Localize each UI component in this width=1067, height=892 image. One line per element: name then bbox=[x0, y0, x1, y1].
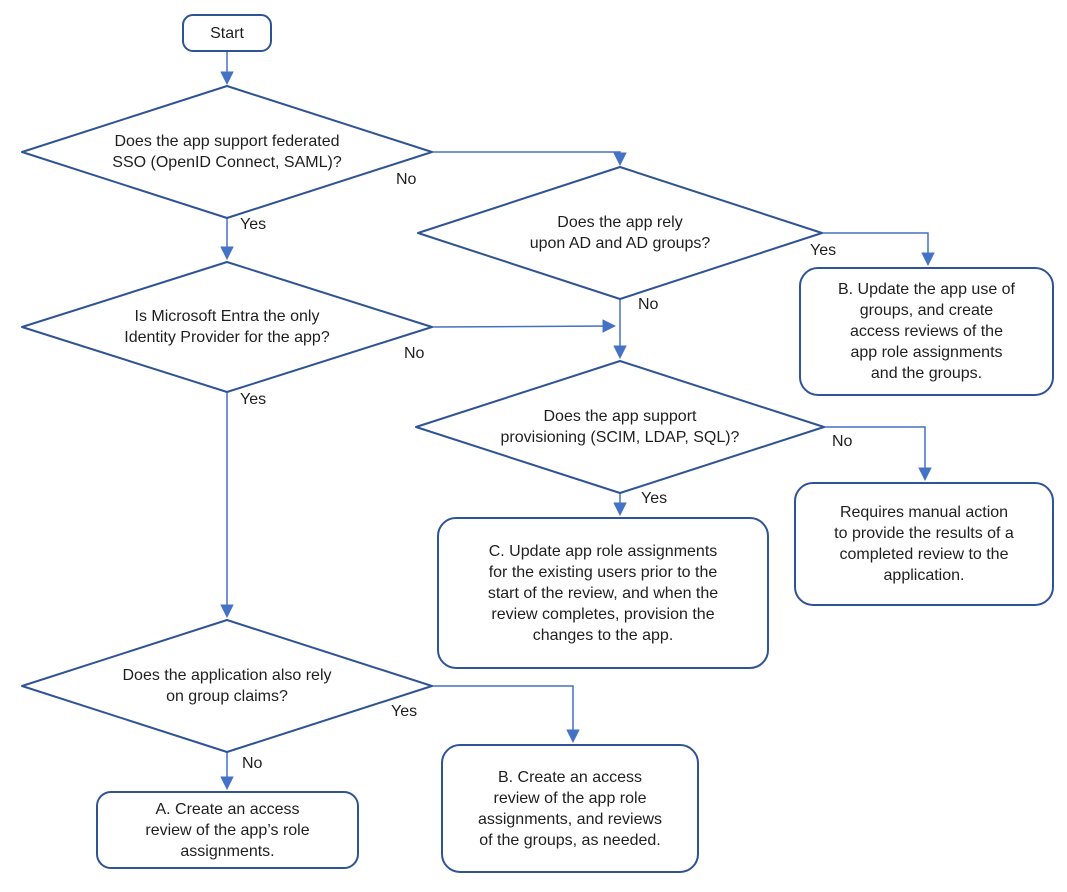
outcome-c-shape bbox=[437, 517, 769, 669]
decision-entra-only-shape bbox=[21, 261, 433, 393]
start-terminator-shape bbox=[182, 14, 272, 52]
edge-claims-yes-to-create-b bbox=[432, 685, 580, 744]
decision-provisioning-shape bbox=[415, 360, 825, 494]
outcome-manual-shape bbox=[794, 482, 1054, 606]
outcome-a-shape bbox=[96, 791, 359, 869]
edge-adgroups-yes-to-update-b bbox=[822, 232, 935, 267]
edge-sso-no-to-adgroups bbox=[432, 151, 627, 167]
edge-entra-no-to-provisioning bbox=[431, 319, 617, 333]
decision-ad-groups-shape bbox=[417, 166, 823, 300]
outcome-b-update-shape bbox=[799, 267, 1054, 396]
decision-federated-sso-shape bbox=[21, 85, 433, 219]
decision-group-claims-shape bbox=[21, 619, 433, 753]
edge-provisioning-no-to-manual bbox=[824, 426, 932, 482]
outcome-b-create-shape bbox=[441, 744, 699, 873]
